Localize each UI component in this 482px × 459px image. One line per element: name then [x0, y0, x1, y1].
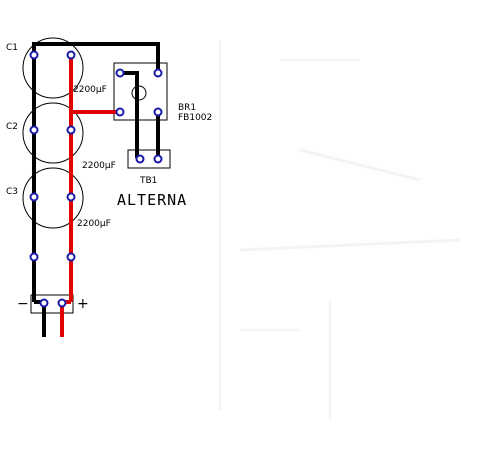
pads — [29, 50, 163, 308]
tb1-label: ALTERNA — [117, 191, 187, 209]
pad-c2-neg — [29, 125, 39, 135]
capacitor-c1-ref: C1 — [6, 43, 18, 53]
pad-br1-1 — [115, 68, 125, 78]
capacitor-c1-body — [22, 37, 84, 99]
pad-c3-pos — [66, 192, 76, 202]
pad-br1-2 — [153, 68, 163, 78]
pad-c2-pos — [66, 125, 76, 135]
pad-rail-pos — [66, 252, 76, 262]
pad-br1-3 — [115, 107, 125, 117]
capacitor-c3-value: 2200µF — [77, 219, 111, 229]
capacitor-c3-body — [22, 167, 84, 229]
capacitor-outlines — [22, 37, 84, 229]
pad-c3-neg — [29, 192, 39, 202]
pad-rail-neg — [29, 252, 39, 262]
pad-out-pos — [57, 298, 67, 308]
capacitor-c2-body — [22, 102, 84, 164]
pad-tb1-1 — [135, 154, 145, 164]
capacitor-c2-value: 2200µF — [82, 161, 116, 171]
pad-c1-pos — [66, 50, 76, 60]
bridge-part: FB1002 — [178, 113, 212, 123]
tb1-ref: TB1 — [139, 176, 157, 186]
tb1-outline — [127, 149, 171, 169]
output-terminal-outline — [30, 294, 74, 314]
pad-tb1-2 — [153, 154, 163, 164]
capacitor-c1-value: 2200µF — [73, 85, 107, 95]
pad-br1-4 — [153, 107, 163, 117]
output-minus-label: − — [17, 296, 29, 312]
pad-c1-neg — [29, 50, 39, 60]
background-ghost — [218, 40, 461, 420]
pad-out-neg — [39, 298, 49, 308]
bridge-ref: BR1 — [178, 103, 196, 113]
bridge-outline — [113, 62, 168, 121]
output-plus-label: + — [77, 296, 89, 312]
capacitor-c2-ref: C2 — [6, 122, 18, 132]
capacitor-c3-ref: C3 — [6, 187, 18, 197]
